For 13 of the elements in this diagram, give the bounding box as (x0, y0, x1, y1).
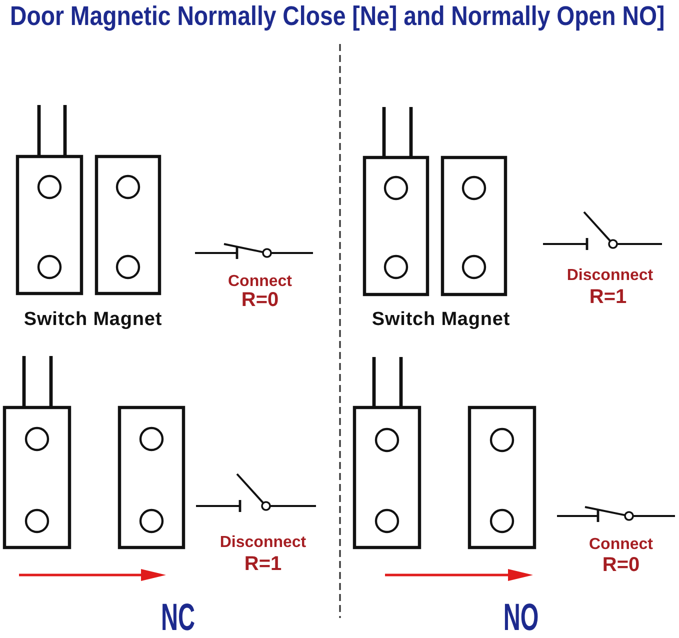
part-label: Switch Magnet (24, 310, 162, 329)
diagram-title: Door Magnetic Normally Close [Ne] and Normally Open NO] (10, 3, 665, 30)
switch-state-label: Connect (228, 274, 292, 290)
mode-label: NO (503, 599, 539, 637)
resistance-label: R=0 (602, 555, 640, 575)
part-label: Switch Magnet (372, 310, 510, 329)
resistance-label: R=0 (241, 290, 279, 310)
resistance-label: R=1 (244, 554, 282, 574)
mode-label: NC (160, 599, 196, 637)
switch-state-label: Disconnect (566, 268, 654, 284)
switch-state-label: Disconnect (220, 535, 306, 551)
switch-state-label: Connect (589, 537, 653, 553)
resistance-label: R=1 (589, 287, 627, 307)
